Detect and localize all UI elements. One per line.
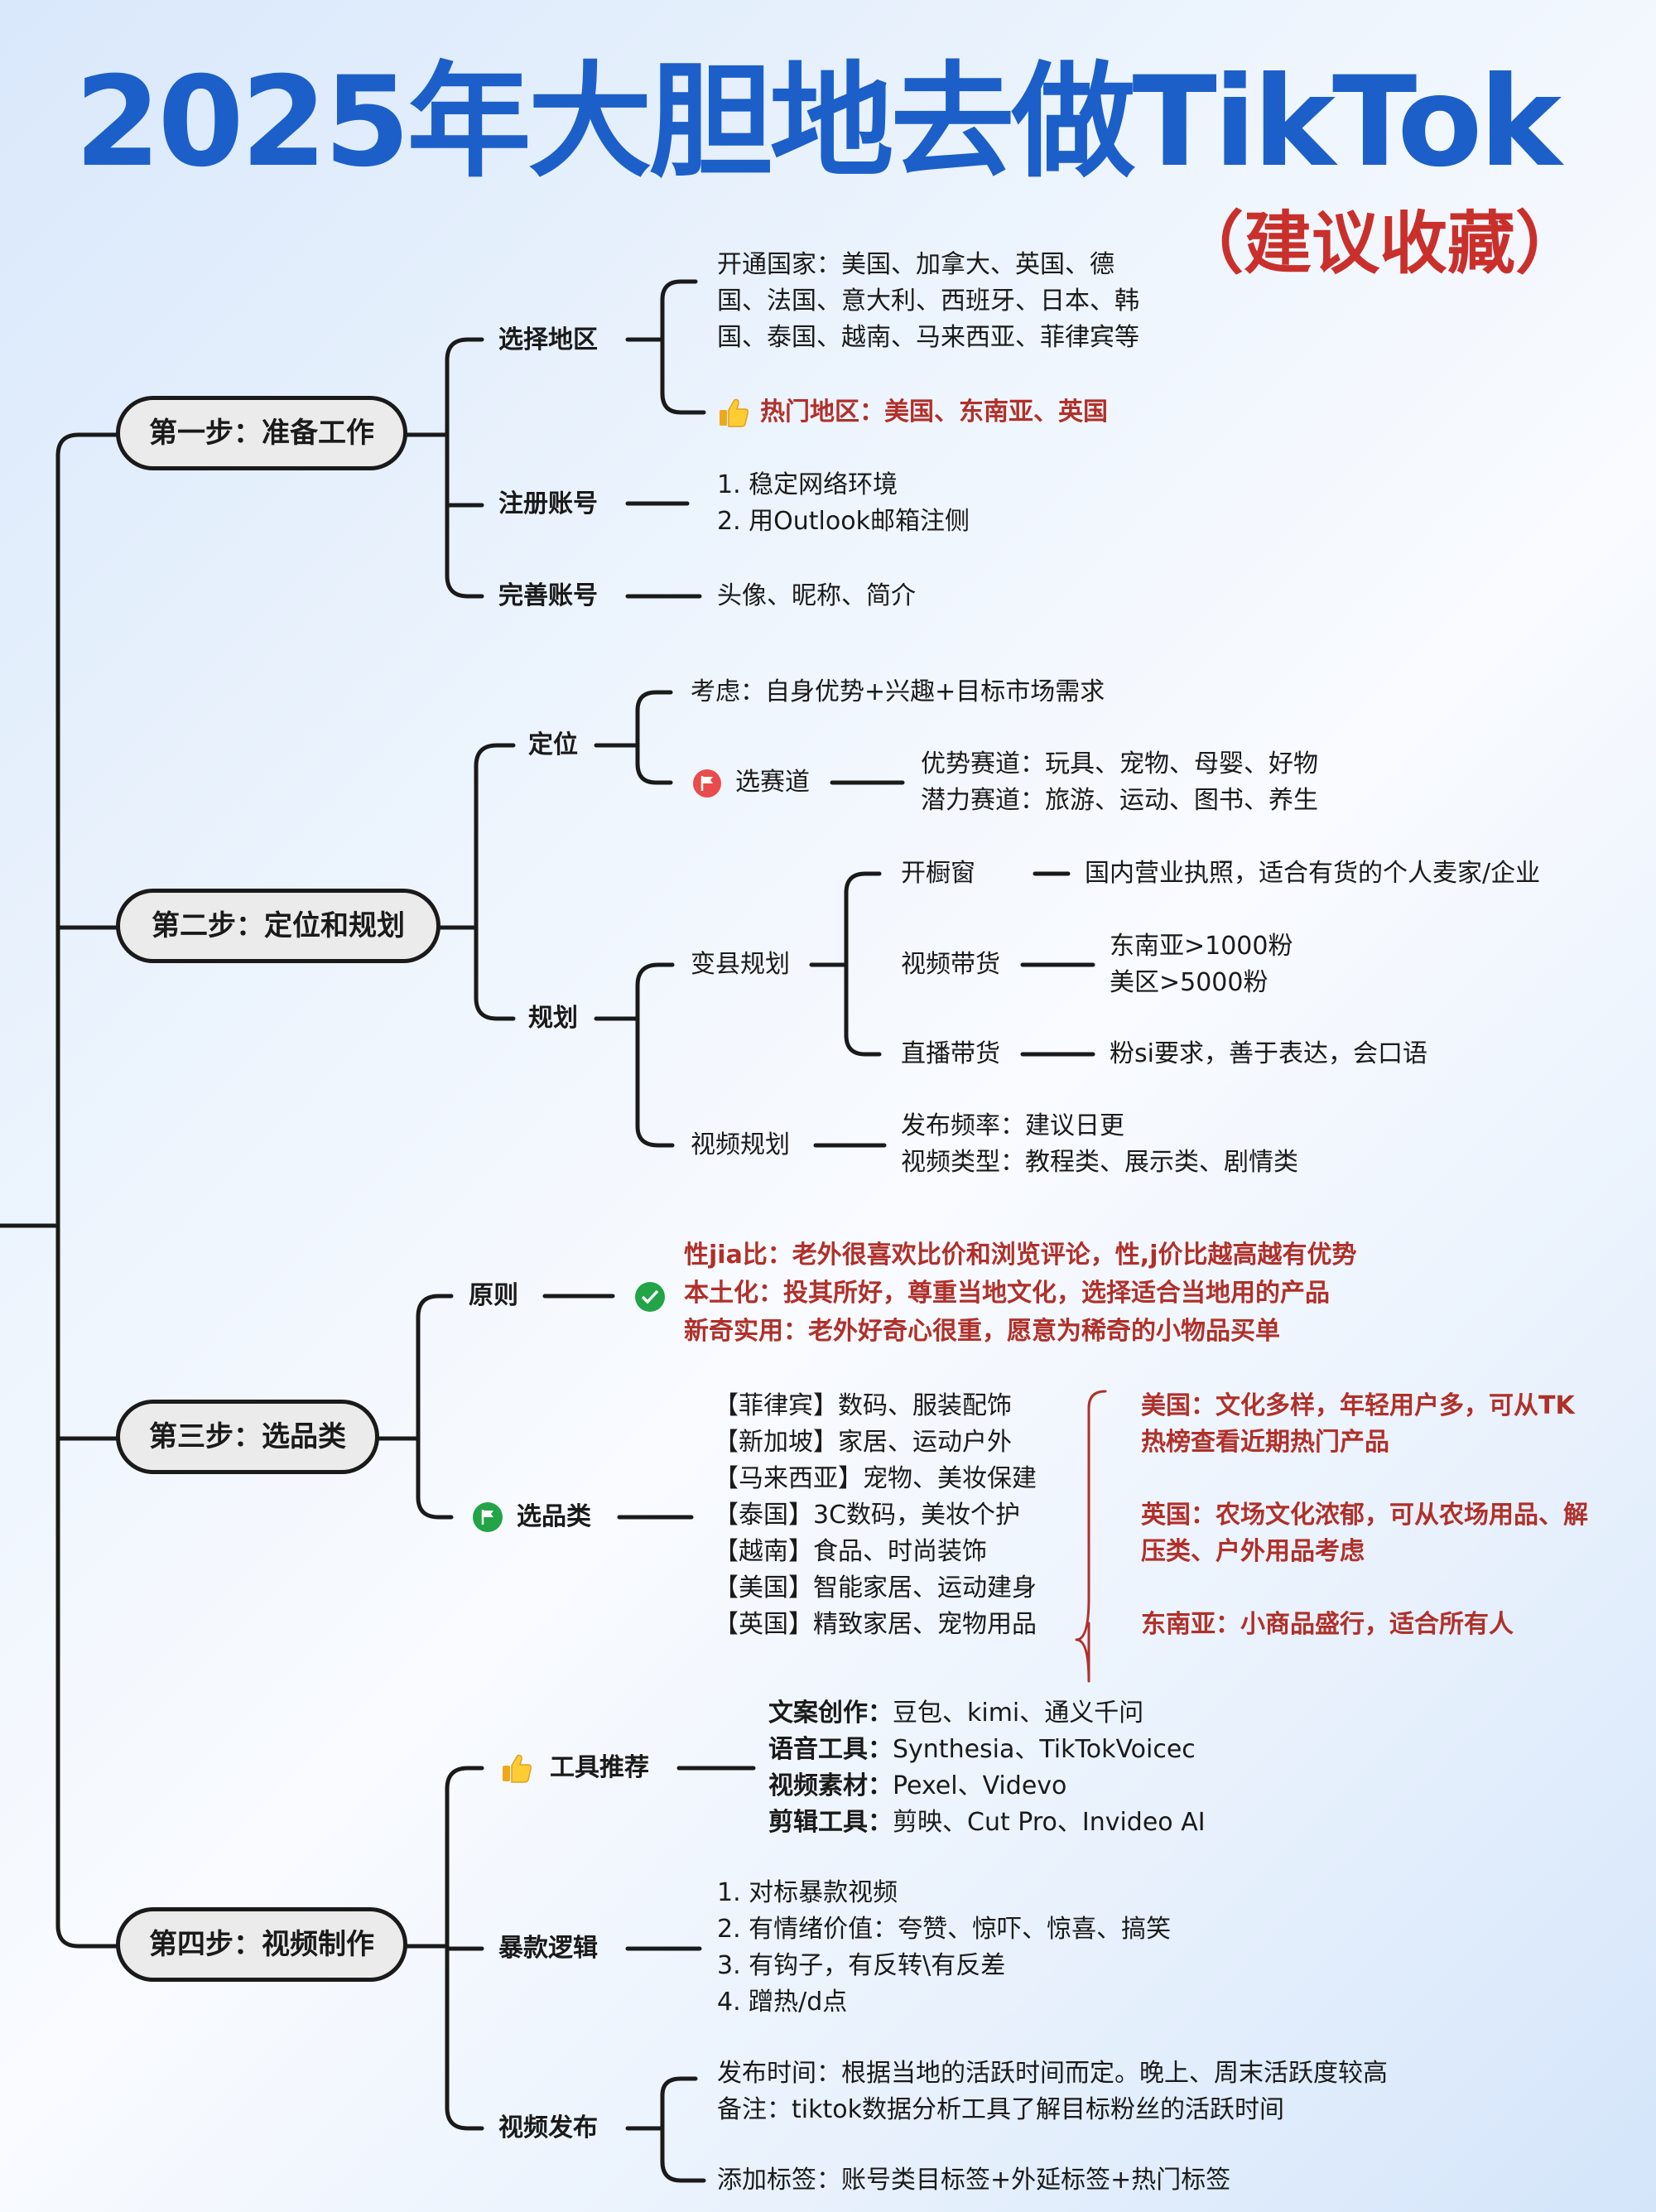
branch-planning: 规划 bbox=[528, 1004, 578, 1033]
red-flag-icon bbox=[693, 769, 721, 798]
branch-tools: 工具推荐 bbox=[550, 1753, 649, 1782]
principle-novel: 新奇实用：老外好奇心很重，愿意为稀奇的小物品买单 bbox=[684, 1317, 1280, 1346]
viral-point2: 2. 有情绪价值：夸赞、惊吓、惊喜、搞笑 bbox=[717, 1915, 1172, 1944]
branch-video-publish: 视频发布 bbox=[498, 2113, 598, 2142]
live-sales-label: 直播带货 bbox=[901, 1039, 1000, 1068]
tool-copywriting: 文案创作：豆包、kimi、通义千问 bbox=[768, 1699, 1144, 1728]
note-uk-line2: 压类、户外用品考虑 bbox=[1141, 1537, 1365, 1566]
tool-editing: 剪辑工具：剪映、Cut Pro、Invideo AI bbox=[768, 1808, 1206, 1837]
video-sales-sea: 东南亚>1000粉 bbox=[1110, 932, 1293, 961]
country-usa: 【美国】智能家居、运动建身 bbox=[714, 1573, 1037, 1602]
live-sales-text: 粉si要求，善于表达，会口语 bbox=[1110, 1039, 1427, 1068]
tool-footage: 视频素材：Pexel、Videvo bbox=[768, 1771, 1067, 1800]
tool-voice: 语音工具：Synthesia、TikTokVoicec bbox=[768, 1735, 1196, 1764]
track-advantage: 优势赛道：玩具、宠物、母婴、好物 bbox=[921, 749, 1318, 778]
open-window-label: 开橱窗 bbox=[901, 859, 975, 888]
video-plan-types: 视频类型：教程类、展示类、剧情类 bbox=[901, 1148, 1298, 1177]
step2-node: 第二步：定位和规划 bbox=[116, 889, 440, 963]
page-subtitle: （建议收藏） bbox=[1176, 205, 1584, 283]
principle-localize: 本土化：投其所好，尊重当地文化，选择适合当地用的产品 bbox=[684, 1279, 1330, 1308]
viral-point3: 3. 有钩子，有反转\有反差 bbox=[717, 1951, 1006, 1980]
branch-category: 选品类 bbox=[517, 1502, 591, 1531]
step1-node: 第一步：准备工作 bbox=[116, 396, 407, 470]
video-sales-label: 视频带货 bbox=[901, 950, 1000, 979]
video-planning: 视频规划 bbox=[691, 1130, 790, 1159]
track-potential: 潜力赛道：旅游、运动、图书、养生 bbox=[921, 786, 1318, 815]
register-step1: 1. 稳定网络环境 bbox=[717, 470, 898, 499]
note-sea: 东南亚：小商品盛行，适合所有人 bbox=[1141, 1610, 1514, 1639]
page-title: 2025年大胆地去做TikTok bbox=[75, 51, 1562, 195]
branch-complete-account: 完善账号 bbox=[498, 581, 598, 610]
check-icon bbox=[635, 1282, 665, 1312]
green-flag-icon bbox=[473, 1502, 503, 1532]
monetize-planning: 变县规划 bbox=[691, 950, 790, 979]
register-step2: 2. 用Outlook邮箱注侧 bbox=[717, 507, 970, 536]
viral-point4: 4. 蹭热/d点 bbox=[717, 1988, 848, 2017]
country-thailand: 【泰国】3C数码，美妆个护 bbox=[714, 1501, 1021, 1530]
branch-select-region: 选择地区 bbox=[498, 325, 598, 354]
step4-node: 第四步：视频制作 bbox=[116, 1907, 407, 1982]
viral-point1: 1. 对标暴款视频 bbox=[717, 1878, 898, 1907]
positioning-consider: 考虑：自身优势+兴趣+目标市场需求 bbox=[691, 677, 1105, 706]
note-uk-line1: 英国：农场文化浓郁，可从农场用品、解 bbox=[1141, 1501, 1588, 1530]
country-uk: 【英国】精致家居、宠物用品 bbox=[714, 1610, 1037, 1639]
video-sales-us: 美区>5000粉 bbox=[1110, 968, 1268, 997]
complete-account-text: 头像、昵称、简介 bbox=[717, 581, 916, 610]
principle-value: 性jia比：老外很喜欢比价和浏览评论，性,j价比越高越有优势 bbox=[684, 1241, 1357, 1270]
branch-positioning: 定位 bbox=[528, 730, 578, 759]
country-singapore: 【新加坡】家居、运动户外 bbox=[714, 1428, 1012, 1457]
note-usa-line1: 美国：文化多样，年轻用户多，可从TK bbox=[1141, 1391, 1575, 1420]
thumbs-up-icon bbox=[720, 398, 749, 427]
branch-register-account: 注册账号 bbox=[498, 489, 598, 518]
region-countries-line3: 国、泰国、越南、马来西亚、菲律宾等 bbox=[717, 323, 1139, 352]
region-countries-line1: 开通国家：美国、加拿大、英国、德 bbox=[717, 250, 1114, 279]
hot-region-text: 热门地区：美国、东南亚、英国 bbox=[760, 398, 1108, 426]
open-window-text: 国内营业执照，适合有货的个人麦家/企业 bbox=[1085, 859, 1541, 888]
country-malaysia: 【马来西亚】宠物、美妆保建 bbox=[714, 1464, 1037, 1493]
branch-principle: 原则 bbox=[469, 1281, 518, 1310]
publish-note: 备注：tiktok数据分析工具了解目标粉丝的活跃时间 bbox=[717, 2095, 1284, 2124]
region-countries-line2: 国、法国、意大利、西班牙、日本、韩 bbox=[717, 287, 1139, 316]
video-plan-frequency: 发布频率：建议日更 bbox=[901, 1111, 1124, 1140]
branch-viral-logic: 暴款逻辑 bbox=[498, 1934, 598, 1963]
country-philippines: 【菲律宾】数码、服装配饰 bbox=[714, 1391, 1012, 1420]
step3-node: 第三步：选品类 bbox=[116, 1400, 379, 1474]
track-label: 选赛道 bbox=[735, 768, 810, 797]
note-usa-line2: 热榜查看近期热门产品 bbox=[1141, 1428, 1389, 1457]
thumbs-up-icon bbox=[503, 1754, 532, 1783]
publish-time: 发布时间：根据当地的活跃时间而定。晚上、周末活跃度较高 bbox=[717, 2059, 1388, 2088]
country-vietnam: 【越南】食品、时尚装饰 bbox=[714, 1537, 987, 1566]
publish-tags: 添加标签：账号类目标签+外延标签+热门标签 bbox=[717, 2166, 1231, 2195]
